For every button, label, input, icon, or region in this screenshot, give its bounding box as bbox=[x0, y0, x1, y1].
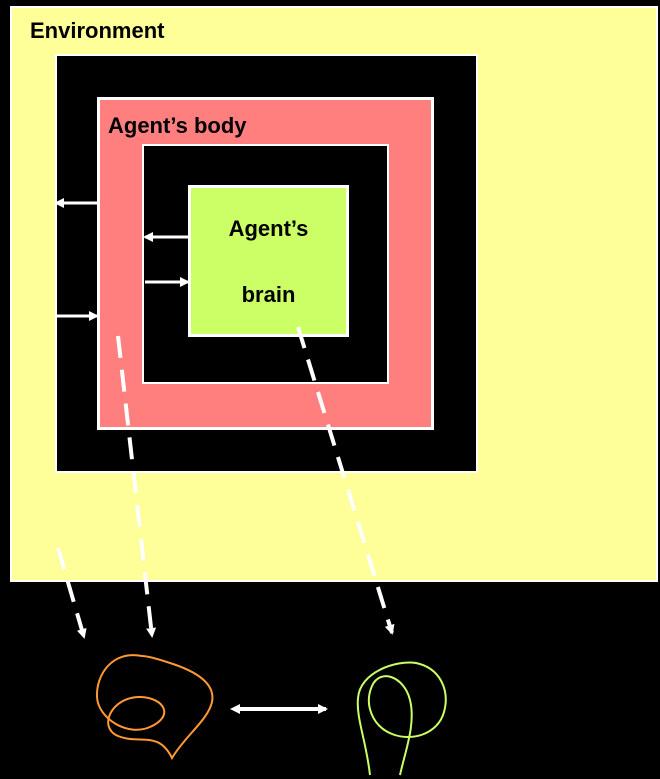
dashed-arrow-body-to-left-scribble bbox=[118, 336, 152, 636]
left-scribble-icon bbox=[97, 655, 212, 758]
dashed-arrow-brain-to-right-scribble bbox=[298, 327, 392, 633]
right-scribble-icon bbox=[358, 663, 446, 775]
dashed-arrow-environment-to-left-scribble bbox=[58, 548, 84, 637]
